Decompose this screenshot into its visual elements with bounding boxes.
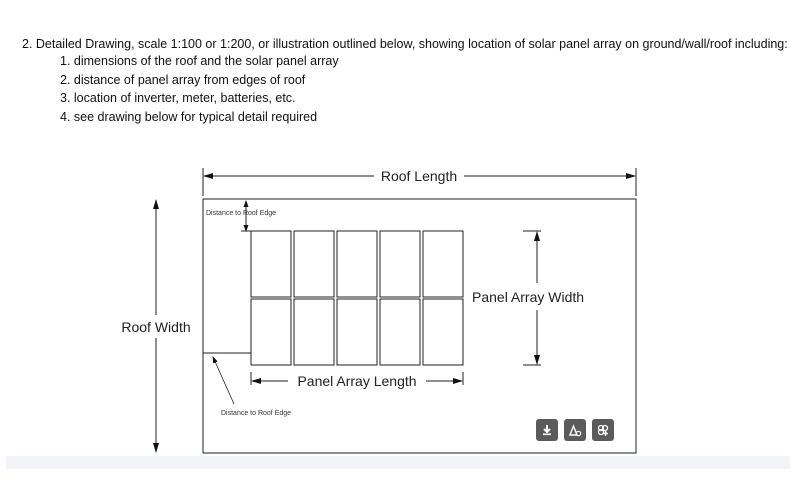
panel-array-width-label: Panel Array Width — [472, 289, 584, 305]
edit-image-button[interactable] — [564, 419, 586, 441]
distance-top-annotation: Distance to Roof Edge — [206, 200, 276, 232]
panel-array-length-label: Panel Array Length — [297, 373, 416, 389]
roof-width-dimension: Roof Width — [121, 199, 191, 453]
download-icon — [543, 425, 551, 436]
distance-bottom-label: Distance to Roof Edge — [221, 410, 291, 417]
requirements-list: 1. dimensions of the roof and the solar … — [60, 52, 339, 126]
roof-width-label: Roof Width — [121, 319, 190, 335]
roof-length-dimension: Roof Length — [202, 168, 637, 196]
requirement-item: 3. location of inverter, meter, batterie… — [60, 91, 296, 105]
solar-panel — [293, 230, 335, 298]
panel-array — [250, 230, 464, 366]
solar-panel — [379, 298, 421, 366]
solar-panel — [336, 298, 378, 366]
roof-length-label: Roof Length — [381, 168, 457, 184]
image-toolbar — [536, 419, 614, 441]
solar-panel — [250, 298, 292, 366]
expand-icon — [597, 424, 609, 436]
page-footer-strip — [6, 456, 790, 469]
roof-outline — [202, 198, 637, 454]
solar-panel — [293, 298, 335, 366]
panel-array-length-dimension: Panel Array Length — [250, 372, 464, 389]
requirement-item: 4. see drawing below for typical detail … — [60, 109, 318, 124]
download-button[interactable] — [536, 419, 558, 441]
distance-top-label: Distance to Roof Edge — [206, 210, 276, 217]
edit-image-icon — [568, 424, 582, 437]
solar-panel — [422, 298, 464, 366]
solar-panel — [422, 230, 464, 298]
section-intro: 2. Detailed Drawing, scale 1:100 or 1:20… — [22, 37, 788, 51]
requirement-item: 1. dimensions of the roof and the solar … — [60, 54, 339, 68]
distance-left-annotation: Distance to Roof Edge — [203, 352, 291, 417]
requirement-item: 2. distance of panel array from edges of… — [60, 72, 306, 87]
solar-panel — [250, 230, 292, 298]
panel-array-width-dimension: Panel Array Width — [472, 230, 584, 366]
expand-button[interactable] — [592, 419, 614, 441]
solar-panel — [379, 230, 421, 298]
solar-panel — [336, 230, 378, 298]
